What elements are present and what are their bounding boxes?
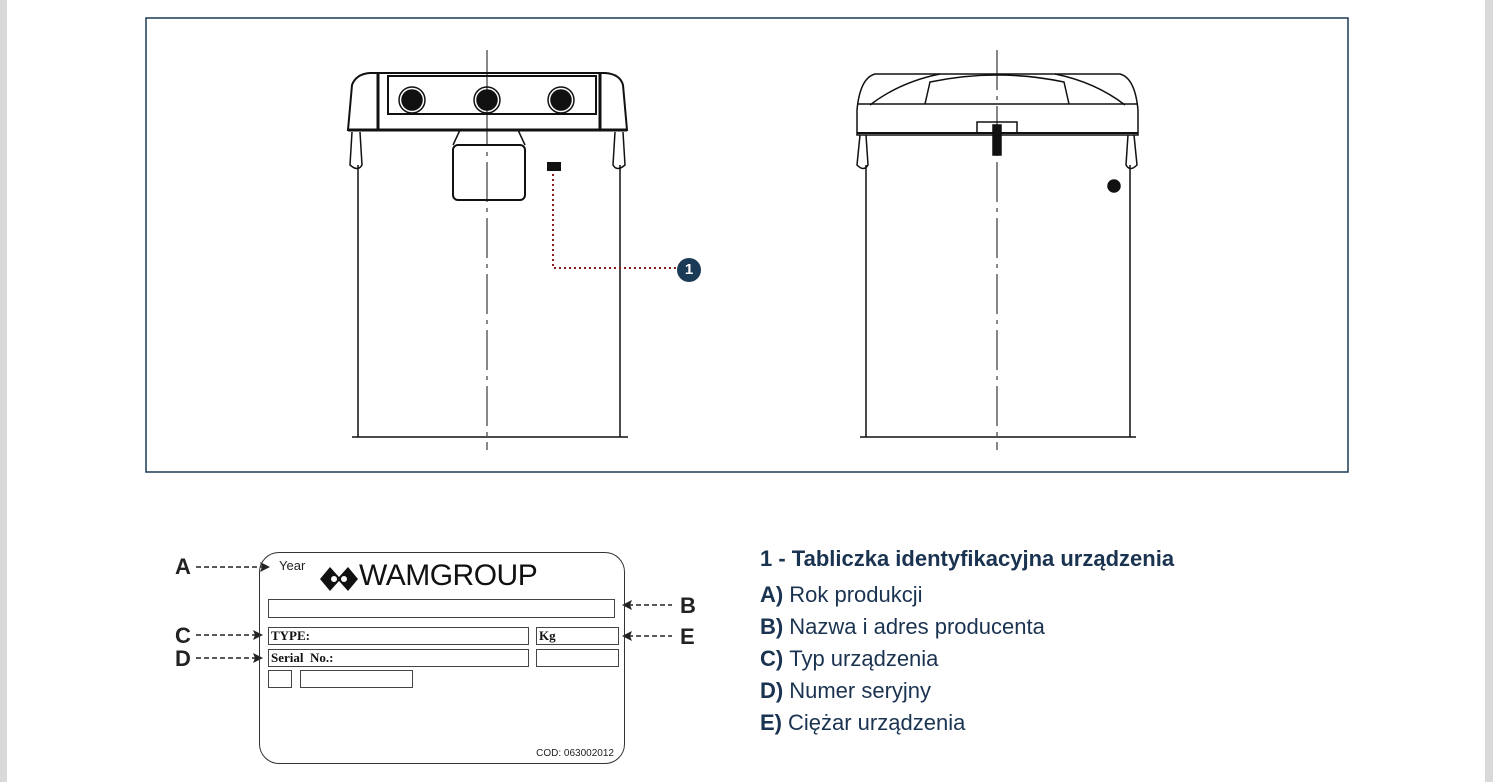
type-label: TYPE: — [271, 628, 310, 643]
legend-title: 1 - Tabliczka identyfikacyjna urządzenia — [760, 546, 1175, 571]
pointer-arrows — [196, 566, 672, 659]
small-field — [268, 670, 292, 688]
legend-text: Typ urządzenia — [789, 646, 939, 671]
identification-nameplate: Year WAMGROUP TYPE: Kg Serial No.: COD: … — [259, 552, 625, 764]
manufacturer-field — [268, 599, 615, 618]
legend-key: D) — [760, 678, 784, 703]
legend: 1 - Tabliczka identyfikacyjna urządzenia… — [760, 546, 1174, 739]
serial-field: Serial No.: — [268, 649, 529, 667]
legend-item: C)Typ urządzenia — [760, 643, 1174, 675]
legend-item: A)Rok produkcji — [760, 579, 1174, 611]
brand-name: WAMGROUP — [359, 559, 538, 592]
callout-1-badge: 1 — [677, 258, 701, 282]
legend-key: A) — [760, 582, 784, 607]
pointer-label-e: E — [680, 624, 695, 649]
weight-label: Kg — [539, 628, 556, 643]
pointer-label-d: D — [175, 646, 191, 671]
year-label: Year — [279, 558, 306, 573]
legend-key: E) — [760, 710, 782, 735]
pointer-label-c: C — [175, 623, 191, 648]
legend-item: B)Nazwa i adres producenta — [760, 611, 1174, 643]
side-view — [856, 50, 1139, 450]
page-edge-right — [1485, 0, 1493, 782]
legend-text: Nazwa i adres producenta — [789, 614, 1045, 639]
type-field: TYPE: — [268, 627, 529, 645]
legend-text: Ciężar urządzenia — [788, 710, 966, 735]
pointer-label-a: A — [175, 554, 191, 579]
small-field-wide — [300, 670, 413, 688]
nameplate-marker — [547, 162, 561, 171]
legend-key: C) — [760, 646, 784, 671]
front-view — [346, 50, 629, 450]
drawing-frame — [145, 17, 1349, 473]
serial-label: Serial No.: — [271, 650, 334, 665]
page-edge-left — [0, 0, 7, 782]
nameplate-code: COD: 063002012 — [536, 748, 614, 759]
legend-text: Numer seryjny — [789, 678, 932, 703]
legend-key: B) — [760, 614, 784, 639]
wamgroup-logo-icon — [320, 567, 358, 591]
leader-line — [552, 174, 676, 269]
pointer-label-b: B — [680, 593, 696, 618]
legend-item: E)Ciężar urządzenia — [760, 707, 1174, 739]
legend-text: Rok produkcji — [789, 582, 923, 607]
weight-field: Kg — [536, 627, 619, 645]
legend-item: D)Numer seryjny — [760, 675, 1174, 707]
extra-field — [536, 649, 619, 667]
